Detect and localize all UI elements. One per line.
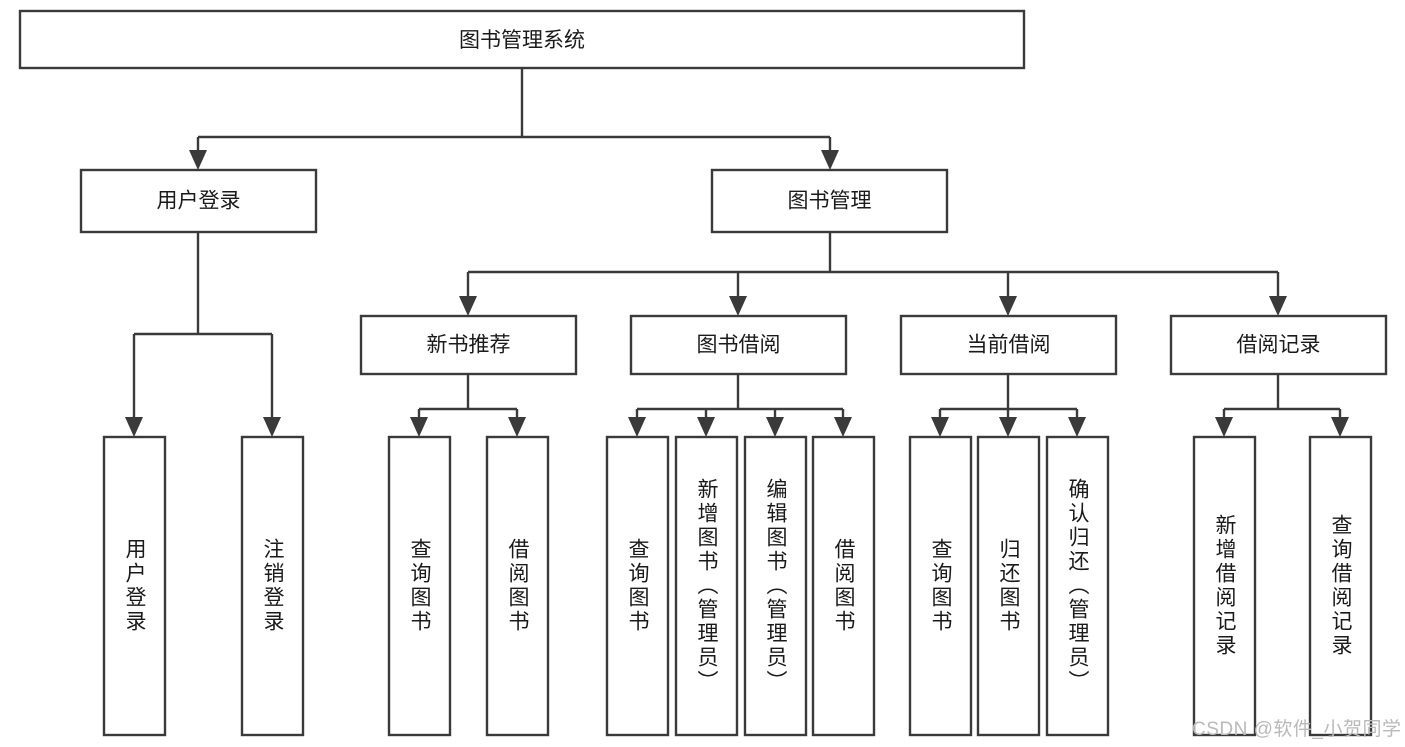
arrow-head-icon bbox=[508, 417, 526, 437]
arrow-head-icon bbox=[189, 150, 207, 170]
node-box bbox=[359, 314, 578, 376]
node-user-login[interactable]: 用户登录 bbox=[79, 168, 318, 234]
leaf-box-add-book-admin[interactable] bbox=[674, 435, 739, 737]
arrow-head-icon bbox=[459, 296, 477, 316]
arrow-head-icon bbox=[263, 417, 281, 437]
arrow-head-icon bbox=[729, 296, 747, 316]
node-root-book-management-system[interactable]: 图书管理系统 bbox=[18, 9, 1026, 70]
connector-bookborrow-to-leaves bbox=[628, 374, 852, 437]
leaf-box-confirm-return-admin[interactable] bbox=[1045, 435, 1110, 737]
arrow-head-icon bbox=[410, 417, 428, 437]
leaf-box-logout[interactable] bbox=[240, 435, 305, 737]
connector-root-to-level2 bbox=[189, 68, 839, 170]
arrow-head-icon bbox=[999, 417, 1017, 437]
node-label: 借阅记录 bbox=[1237, 334, 1321, 357]
node-borrow-record[interactable]: 借阅记录 bbox=[1169, 314, 1388, 376]
arrow-head-icon bbox=[834, 417, 852, 437]
connector-userlogin-to-leaves bbox=[125, 232, 281, 437]
node-box bbox=[899, 314, 1118, 376]
connector-newbook-to-leaves bbox=[410, 374, 526, 437]
node-label: 图书借阅 bbox=[697, 334, 781, 357]
node-new-book-recommend[interactable]: 新书推荐 bbox=[359, 314, 578, 376]
connector-borrowrecord-to-leaves bbox=[1215, 374, 1349, 437]
arrow-head-icon bbox=[821, 150, 839, 170]
node-book-borrow[interactable]: 图书借阅 bbox=[629, 314, 848, 376]
leaf-box-borrow-book-bb[interactable] bbox=[811, 435, 876, 737]
leaf-box-query-book-bb[interactable] bbox=[605, 435, 670, 737]
node-book-management[interactable]: 图书管理 bbox=[710, 168, 949, 234]
arrow-head-icon bbox=[999, 296, 1017, 316]
node-box bbox=[629, 314, 848, 376]
node-label: 用户登录 bbox=[157, 190, 241, 213]
node-label: 图书管理 bbox=[788, 190, 872, 213]
connector-currentborrow-to-leaves bbox=[931, 374, 1086, 437]
leaf-box-query-borrow-record[interactable] bbox=[1308, 435, 1373, 737]
node-current-borrow[interactable]: 当前借阅 bbox=[899, 314, 1118, 376]
node-box bbox=[710, 168, 949, 234]
node-box bbox=[79, 168, 318, 234]
leaf-box-edit-book-admin[interactable] bbox=[743, 435, 808, 737]
leaf-box-borrow-book-nb[interactable] bbox=[485, 435, 550, 737]
arrow-head-icon bbox=[1331, 417, 1349, 437]
leaf-box-query-book-nb[interactable] bbox=[387, 435, 452, 737]
csdn-watermark: CSDN @软件_小贺同学 bbox=[1192, 719, 1402, 740]
arrow-head-icon bbox=[1269, 296, 1287, 316]
node-label: 图书管理系统 bbox=[459, 29, 585, 52]
node-box bbox=[18, 9, 1026, 70]
arrow-head-icon bbox=[628, 417, 646, 437]
leaf-box-user-login[interactable] bbox=[102, 435, 167, 737]
node-label: 当前借阅 bbox=[967, 334, 1051, 357]
arrow-head-icon bbox=[1068, 417, 1086, 437]
leaf-box-return-book[interactable] bbox=[976, 435, 1041, 737]
arrow-head-icon bbox=[697, 417, 715, 437]
arrow-head-icon bbox=[766, 417, 784, 437]
node-label: 新书推荐 bbox=[427, 334, 511, 357]
connector-bookmgmt-to-level3 bbox=[459, 232, 1287, 316]
node-box bbox=[1169, 314, 1388, 376]
arrow-head-icon bbox=[1215, 417, 1233, 437]
leaf-box-query-book-cb[interactable] bbox=[908, 435, 973, 737]
leaf-box-add-borrow-record[interactable] bbox=[1192, 435, 1257, 737]
arrow-head-icon bbox=[125, 417, 143, 437]
arrow-head-icon bbox=[931, 417, 949, 437]
